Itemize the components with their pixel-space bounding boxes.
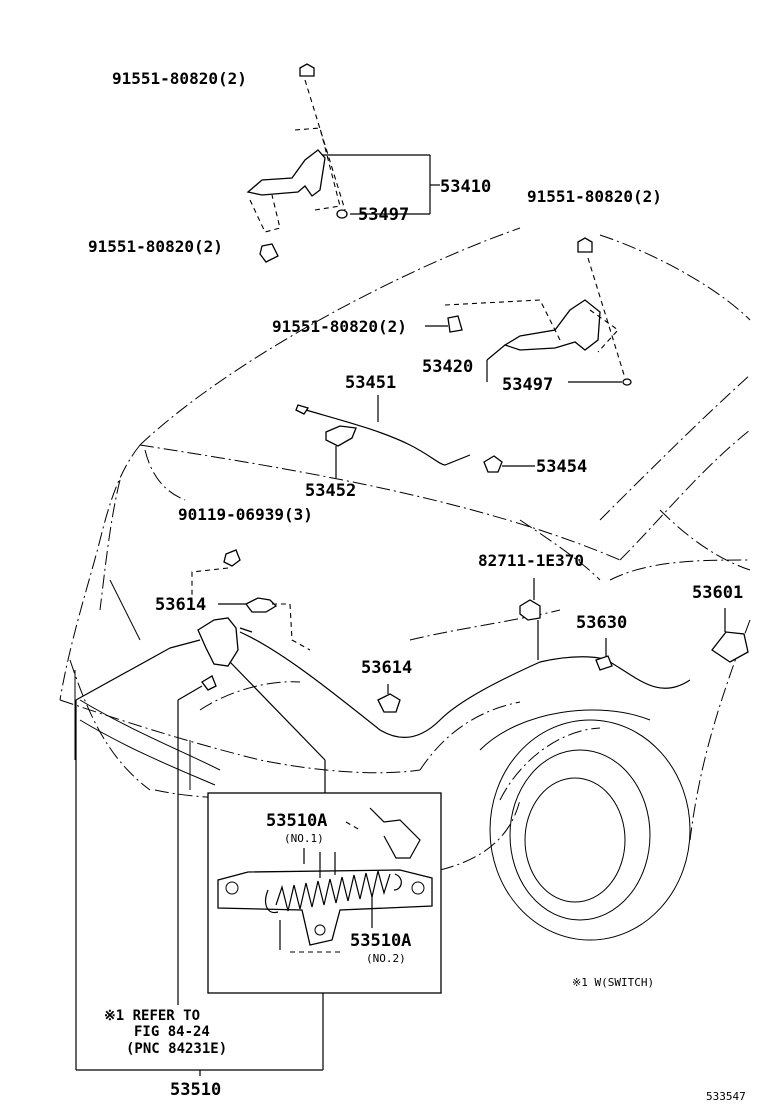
hood-hinge-rh [246,63,440,263]
label-lock-assy: 53510 [170,1080,221,1100]
front-wheel [479,709,691,941]
notes: ※1 REFER TO FIG 84-24 (PNC 84231E) ※1 W(… [104,976,746,1103]
label-clamp-mid: 53614 [361,658,412,678]
label-lock-upper-no: (NO.1) [284,832,324,845]
label-bolt-lh-mid: 91551-80820(2) [272,317,407,336]
hood-support-rod [295,395,535,478]
label-bolt-top: 91551-80820(2) [112,69,247,88]
note-refer-line2: FIG 84-24 [134,1024,210,1040]
label-screw: 90119-06939(3) [178,505,313,524]
label-washer-rh: 53497 [358,205,409,225]
part-labels: 91551-80820(2) 53410 53497 91551-80820(2… [88,69,743,1100]
note-refer-line1: ※1 REFER TO [104,1008,200,1024]
label-cushion: 53454 [536,457,587,477]
assembly-bracket-lines [75,647,324,1076]
coil-spring [275,870,391,912]
figure-id: 533547 [706,1090,746,1103]
label-bolt-rh-lower: 91551-80820(2) [88,237,223,256]
label-rod-holder: 53452 [305,481,356,501]
label-lock-lower-no: (NO.2) [366,952,406,965]
label-clamp-left: 53614 [155,595,206,615]
note-refer-line3: (PNC 84231E) [126,1041,227,1057]
lock-detail-inset [207,792,442,994]
label-lever: 53601 [692,583,743,603]
label-bolt-lh-upper: 91551-80820(2) [527,187,662,206]
label-support-rod: 53451 [345,373,396,393]
label-cable: 53630 [576,613,627,633]
label-clip: 82711-1E370 [478,551,584,570]
label-washer-lh: 53497 [502,375,553,395]
label-hinge-rh: 53410 [440,177,491,197]
label-lock-upper: 53510A [266,811,327,831]
label-lock-lower: 53510A [350,931,411,951]
label-hinge-lh: 53420 [422,357,473,377]
note-switch: ※1 W(SWITCH) [572,976,654,989]
hood-hinge-lh [425,237,632,386]
grille [74,579,221,790]
hood-lock-area [169,549,749,793]
